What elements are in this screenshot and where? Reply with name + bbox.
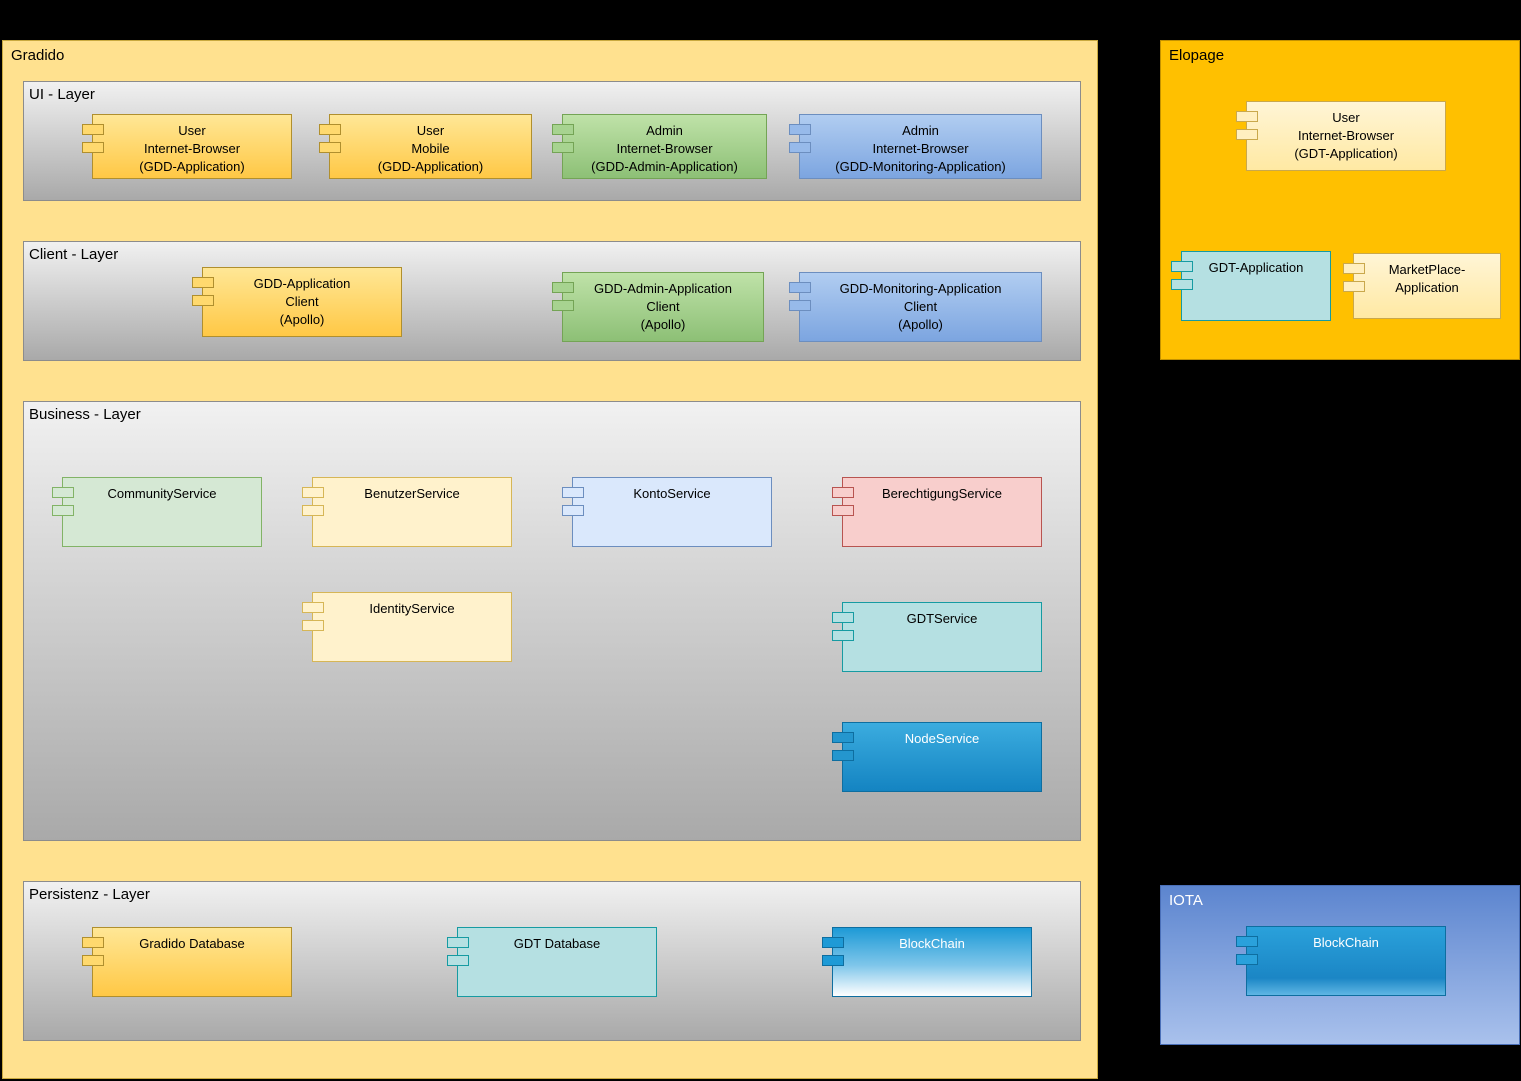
component-tab-icon — [82, 955, 104, 966]
gradido-container: Gradido UI - Layer User Internet-Browser… — [2, 40, 1098, 1079]
component-user-internet-browser-gdd: User Internet-Browser (GDD-Application) — [82, 114, 292, 179]
component-tab-icon — [447, 937, 469, 948]
component-label: NodeService — [904, 731, 980, 746]
component-gdd-monitoring-application-client: GDD-Monitoring-Application Client (Apoll… — [789, 272, 1042, 342]
component-tab-icon — [302, 602, 324, 613]
component-tab-icon — [832, 750, 854, 761]
component-tab-icon — [447, 955, 469, 966]
ui-layer-label: UI - Layer — [29, 86, 95, 103]
component-tab-icon — [1343, 281, 1365, 292]
client-layer-label: Client - Layer — [29, 246, 119, 263]
component-tab-icon — [789, 282, 811, 293]
component-label: Admin Internet-Browser (GDD-Monitoring-A… — [835, 123, 1006, 174]
component-tab-icon — [302, 620, 324, 631]
component-label: BerechtigungService — [882, 486, 1002, 501]
component-tab-icon — [302, 487, 324, 498]
component-tab-icon — [302, 505, 324, 516]
persistenz-layer-label: Persistenz - Layer — [29, 886, 150, 903]
component-konto-service: KontoService — [562, 477, 772, 547]
component-user-mobile-gdd: User Mobile (GDD-Application) — [319, 114, 532, 179]
component-tab-icon — [832, 612, 854, 623]
component-tab-icon — [192, 295, 214, 306]
component-label: Gradido Database — [139, 936, 245, 951]
persistenz-layer: Persistenz - Layer Gradido Database GDT … — [23, 881, 1081, 1041]
component-gdt-database: GDT Database — [447, 927, 657, 997]
component-tab-icon — [789, 300, 811, 311]
component-label: BenutzerService — [364, 486, 460, 501]
component-tab-icon — [832, 505, 854, 516]
component-tab-icon — [1171, 261, 1193, 272]
component-tab-icon — [52, 487, 74, 498]
component-tab-icon — [552, 300, 574, 311]
component-tab-icon — [1236, 954, 1258, 965]
component-label: BlockChain — [1313, 935, 1379, 950]
component-tab-icon — [562, 487, 584, 498]
component-label: GDD-Monitoring-Application Client (Apoll… — [839, 281, 1002, 332]
elopage-container: Elopage User Internet-Browser (GDT-Appli… — [1160, 40, 1520, 360]
iota-container: IOTA BlockChain — [1160, 885, 1520, 1045]
component-user-internet-browser-gdt: User Internet-Browser (GDT-Application) — [1236, 101, 1446, 171]
component-label: User Internet-Browser (GDT-Application) — [1294, 110, 1398, 161]
business-layer: Business - Layer CommunityService Benutz… — [23, 401, 1081, 841]
component-label: GDD-Admin-Application Client (Apollo) — [594, 281, 732, 332]
component-label: IdentityService — [369, 601, 455, 616]
component-tab-icon — [822, 937, 844, 948]
component-benutzer-service: BenutzerService — [302, 477, 512, 547]
elopage-container-label: Elopage — [1169, 47, 1225, 64]
component-tab-icon — [319, 124, 341, 135]
component-node-service: NodeService — [832, 722, 1042, 792]
component-gdt-service: GDTService — [832, 602, 1042, 672]
component-label: GDT Database — [513, 936, 601, 951]
component-tab-icon — [1236, 129, 1258, 140]
iota-container-label: IOTA — [1169, 892, 1203, 909]
component-tab-icon — [82, 142, 104, 153]
component-label: KontoService — [633, 486, 711, 501]
component-community-service: CommunityService — [52, 477, 262, 547]
component-identity-service: IdentityService — [302, 592, 512, 662]
component-tab-icon — [822, 955, 844, 966]
component-tab-icon — [789, 142, 811, 153]
component-tab-icon — [552, 282, 574, 293]
component-tab-icon — [832, 630, 854, 641]
component-tab-icon — [319, 142, 341, 153]
component-label: GDD-Application Client (Apollo) — [253, 276, 351, 327]
component-label: CommunityService — [107, 486, 217, 501]
component-gradido-database: Gradido Database — [82, 927, 292, 997]
component-gdd-application-client: GDD-Application Client (Apollo) — [192, 267, 402, 337]
ui-layer: UI - Layer User Internet-Browser (GDD-Ap… — [23, 81, 1081, 201]
component-tab-icon — [789, 124, 811, 135]
component-label: User Internet-Browser (GDD-Application) — [139, 123, 245, 174]
business-layer-label: Business - Layer — [29, 406, 141, 423]
component-marketplace-application: MarketPlace- Application — [1343, 253, 1501, 319]
component-tab-icon — [52, 505, 74, 516]
component-tab-icon — [832, 732, 854, 743]
component-tab-icon — [562, 505, 584, 516]
component-tab-icon — [1343, 263, 1365, 274]
component-label: MarketPlace- Application — [1388, 262, 1466, 295]
component-label: BlockChain — [899, 936, 965, 951]
component-blockchain-iota: BlockChain — [1236, 926, 1446, 996]
component-tab-icon — [192, 277, 214, 288]
component-label: User Mobile (GDD-Application) — [377, 123, 484, 174]
component-tab-icon — [1236, 111, 1258, 122]
component-label: GDT-Application — [1208, 260, 1304, 275]
gradido-container-label: Gradido — [11, 47, 65, 64]
component-tab-icon — [1171, 279, 1193, 290]
component-admin-internet-browser-gdd-admin: Admin Internet-Browser (GDD-Admin-Applic… — [552, 114, 767, 179]
component-label: GDTService — [906, 611, 978, 626]
component-tab-icon — [82, 937, 104, 948]
component-tab-icon — [552, 124, 574, 135]
component-label: Admin Internet-Browser (GDD-Admin-Applic… — [591, 123, 738, 174]
component-tab-icon — [832, 487, 854, 498]
component-tab-icon — [82, 124, 104, 135]
component-blockchain-persistenz: BlockChain — [822, 927, 1032, 997]
component-gdd-admin-application-client: GDD-Admin-Application Client (Apollo) — [552, 272, 764, 342]
component-admin-internet-browser-gdd-monitoring: Admin Internet-Browser (GDD-Monitoring-A… — [789, 114, 1042, 179]
component-berechtigung-service: BerechtigungService — [832, 477, 1042, 547]
component-gdt-application: GDT-Application — [1171, 251, 1331, 321]
component-tab-icon — [1236, 936, 1258, 947]
component-tab-icon — [552, 142, 574, 153]
client-layer: Client - Layer GDD-Application Client (A… — [23, 241, 1081, 361]
